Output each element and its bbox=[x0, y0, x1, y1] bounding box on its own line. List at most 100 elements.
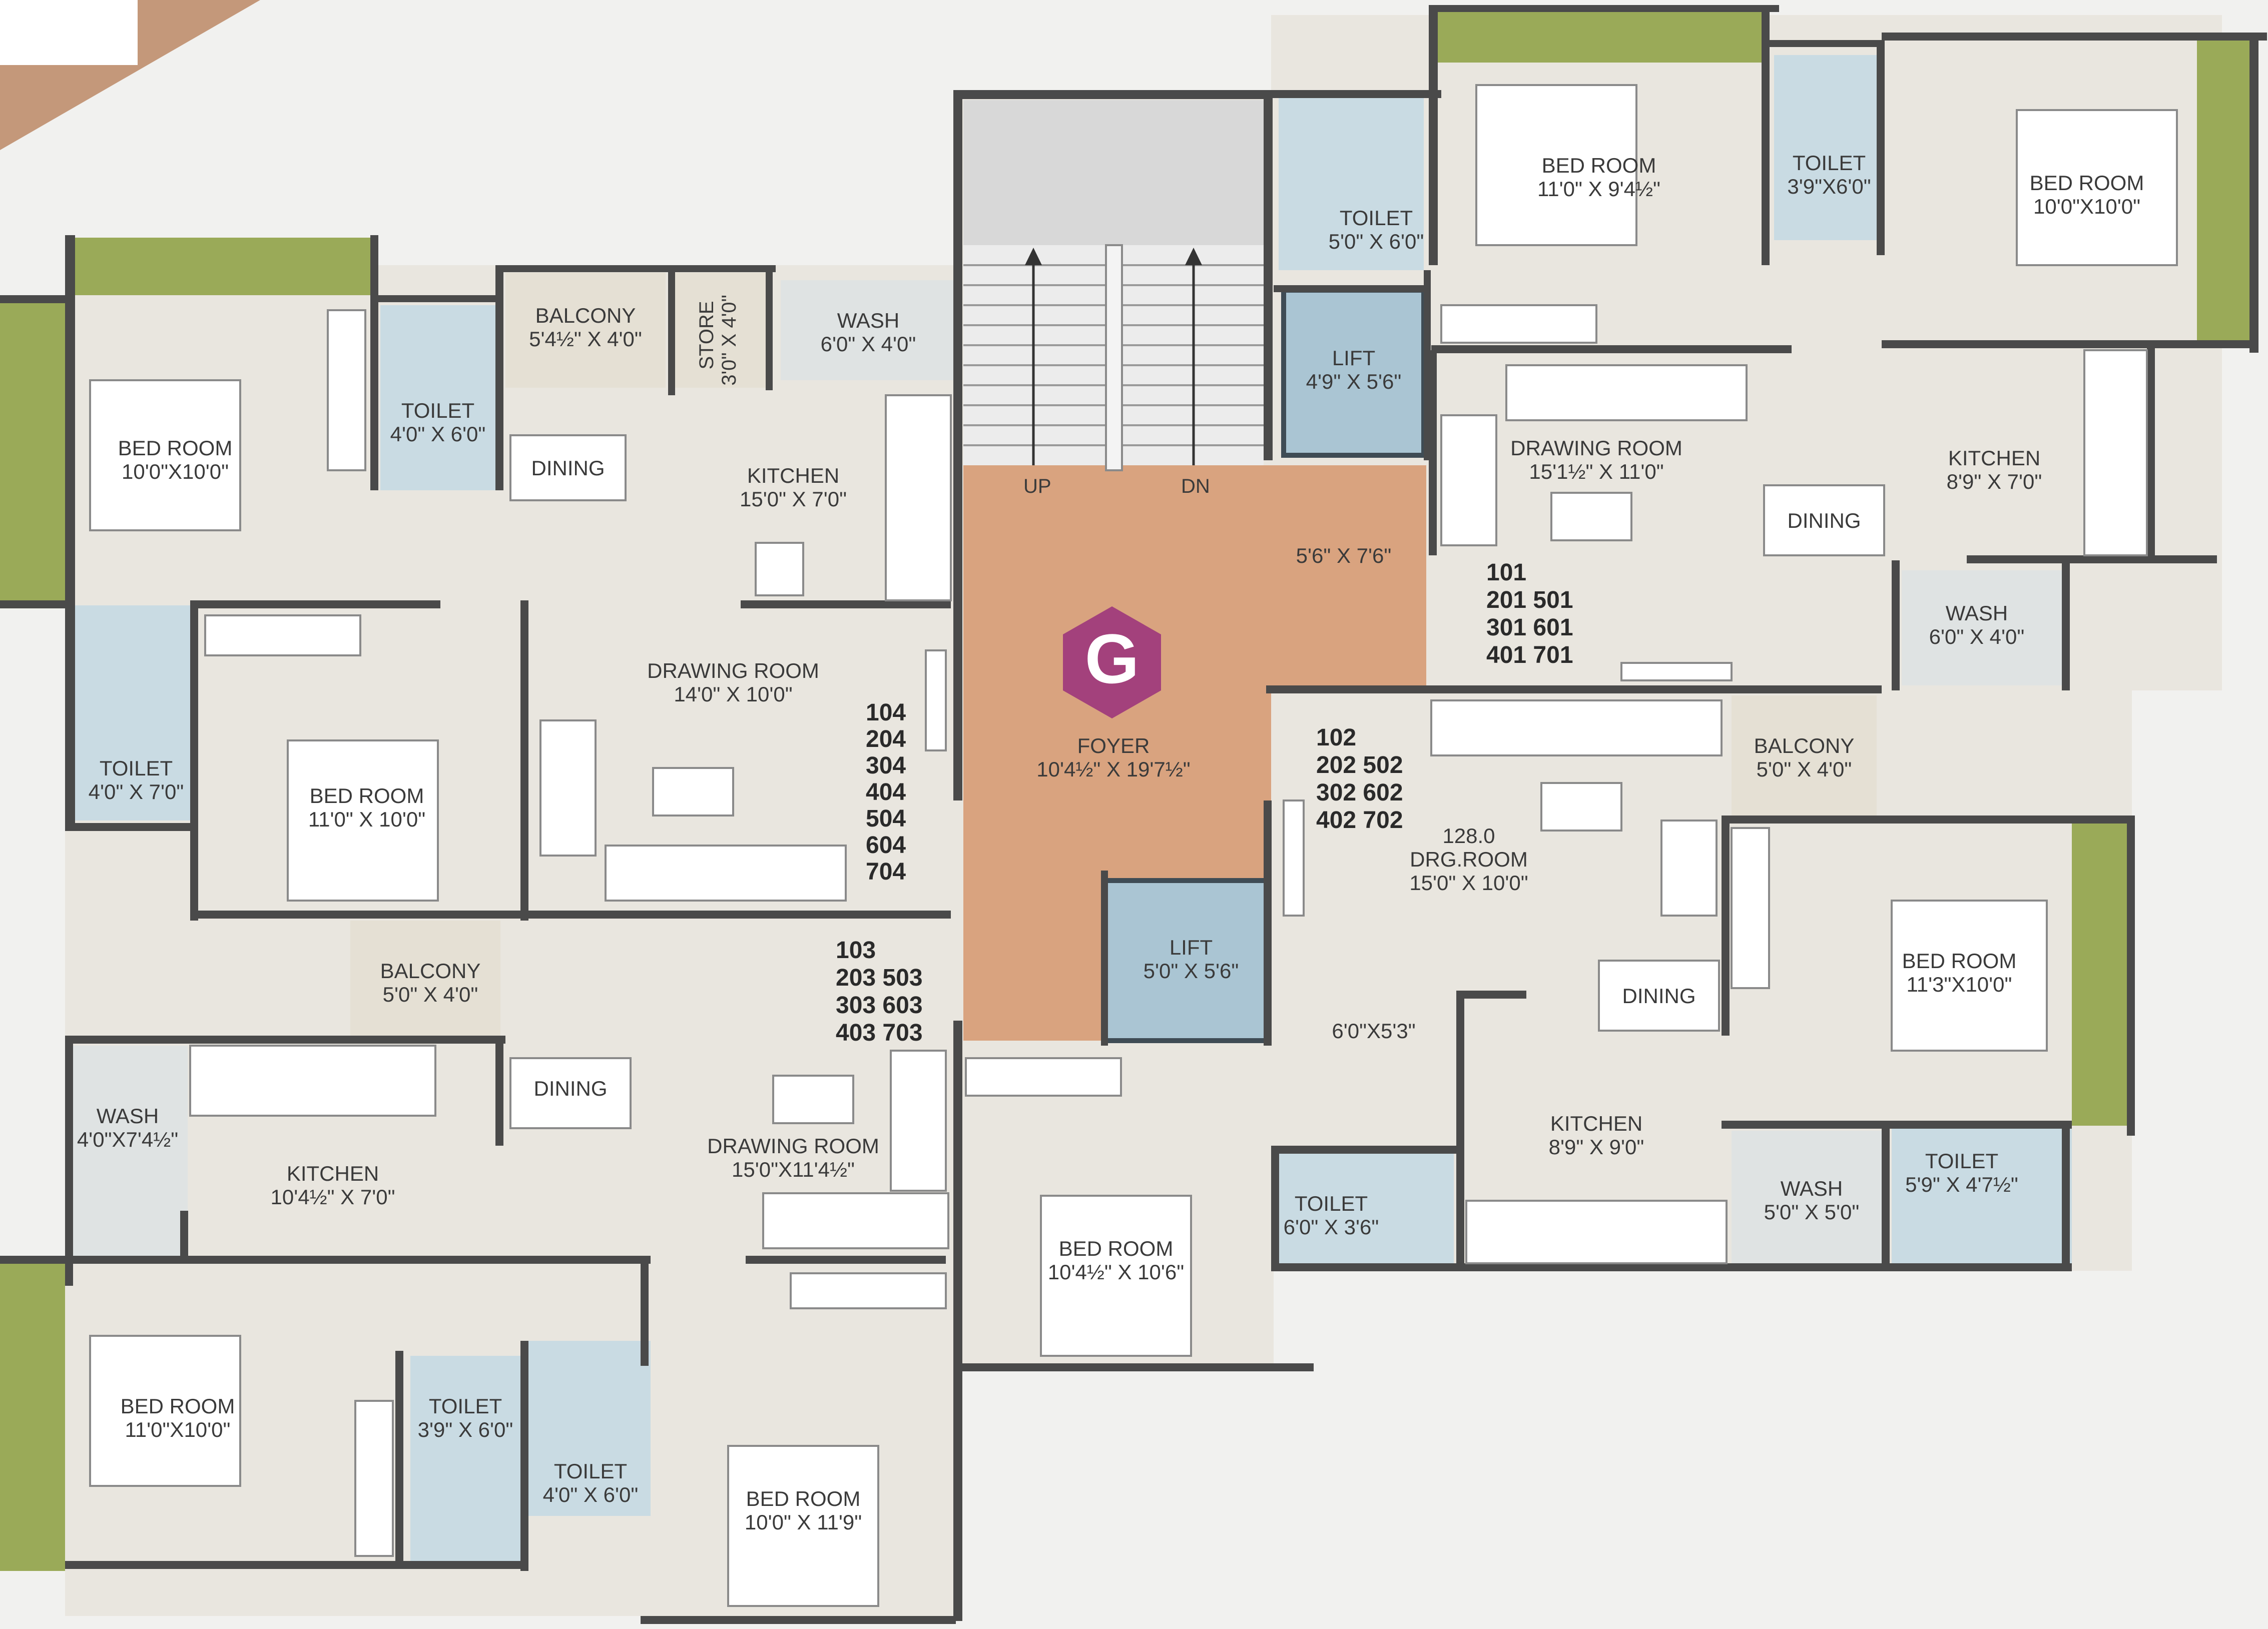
unit-number: 401 701 bbox=[1486, 642, 1573, 668]
flat104-wash-size: 6'0" X 4'0" bbox=[821, 332, 916, 356]
unit-number: 404 bbox=[866, 779, 906, 805]
flat104-store-name: STORE bbox=[696, 301, 718, 369]
unit-number: 301 601 bbox=[1486, 614, 1573, 641]
flat102-toilet-a-size: 5'9" X 4'7½" bbox=[1905, 1173, 2018, 1196]
kitchen-counter bbox=[2083, 349, 2148, 556]
foyer-floor bbox=[963, 465, 1426, 1041]
kitchen-counter bbox=[189, 1045, 436, 1117]
flat101-bedroom-a-name: BED ROOM bbox=[1542, 154, 1656, 177]
flat102-unit-numbers: 102 202 502 302 602 402 702 bbox=[1316, 724, 1403, 834]
unit-number: 704 bbox=[866, 859, 906, 885]
wardrobe bbox=[354, 1400, 394, 1557]
tile-area bbox=[1732, 1131, 1889, 1271]
fridge bbox=[755, 542, 804, 596]
bed bbox=[287, 739, 439, 902]
tile-area bbox=[380, 305, 495, 490]
flat104-drawing-size: 14'0" X 10'0" bbox=[674, 682, 792, 706]
flat103-bedroom-a-size: 11'0"X10'0" bbox=[125, 1418, 231, 1441]
unit-number: 604 bbox=[866, 832, 906, 859]
flat104-unit-numbers: 104 204 304 404 504 604 704 bbox=[866, 699, 906, 885]
balcony-floor bbox=[673, 273, 771, 388]
dining-table bbox=[509, 434, 627, 501]
flat103-bedroom-b-name: BED ROOM bbox=[746, 1487, 861, 1510]
project-logo bbox=[1063, 606, 1161, 718]
tile-area bbox=[73, 1046, 188, 1256]
wardrobe bbox=[1440, 304, 1597, 344]
coffee-table bbox=[652, 767, 734, 817]
flat101-wash-name: WASH bbox=[1946, 601, 2008, 625]
flat103-toilet-a-size: 3'9" X 6'0" bbox=[418, 1418, 513, 1441]
flat102-toilet-a-name: TOILET bbox=[1925, 1149, 1998, 1173]
sofa bbox=[1505, 364, 1748, 421]
stair-up-label: UP bbox=[1023, 475, 1051, 497]
lift-2-size: 5'0" X 5'6" bbox=[1144, 959, 1239, 983]
flat102-balcony-size: 5'0" X 4'0" bbox=[1757, 757, 1852, 781]
flat104-store-size: 3'0" X 4'0" bbox=[718, 295, 740, 386]
stair-landing bbox=[963, 100, 1264, 245]
flat101-kitchen-size: 8'9" X 7'0" bbox=[1947, 470, 2042, 493]
flat102-bedroom-b-name: BED ROOM bbox=[1059, 1237, 1174, 1260]
up-arrowhead bbox=[1025, 248, 1042, 265]
dining-table bbox=[1763, 484, 1885, 556]
unit-number: 304 bbox=[866, 752, 906, 779]
flat104-balcony-name: BALCONY bbox=[535, 304, 636, 327]
flat104-bedroom-b-size: 11'0" X 10'0" bbox=[308, 807, 425, 831]
balcony-floor bbox=[1732, 695, 1877, 816]
garden-strip bbox=[70, 238, 370, 295]
flat104-bedroom-b-name: BED ROOM bbox=[310, 784, 424, 807]
flat103-drawing-size: 15'0"X11'4½" bbox=[732, 1158, 855, 1181]
flat101-dining: DINING bbox=[1788, 509, 1861, 532]
tile-area bbox=[525, 1341, 651, 1516]
flat101-bedroom-b-name: BED ROOM bbox=[2030, 171, 2144, 195]
flat102-bedroom-a-name: BED ROOM bbox=[1902, 949, 2017, 973]
flat101-kitchen-name: KITCHEN bbox=[1948, 446, 2040, 470]
flat101-bedroom-b-size: 10'0"X10'0" bbox=[2033, 195, 2140, 218]
down-arrowhead bbox=[1185, 248, 1202, 265]
project-logo-letter: G bbox=[1085, 619, 1140, 698]
garden-strip bbox=[1431, 5, 1767, 63]
dining-table bbox=[1598, 960, 1720, 1032]
flat103-bedroom-a-name: BED ROOM bbox=[121, 1394, 235, 1418]
garden-strips bbox=[0, 5, 2257, 1571]
tv-unit bbox=[1620, 662, 1733, 681]
sofa bbox=[890, 1050, 947, 1192]
foyer-extension-size: 5'6" X 7'6" bbox=[1296, 544, 1392, 567]
bed bbox=[2016, 109, 2178, 266]
balcony-floor bbox=[505, 273, 666, 388]
flat102-bedroom-b-size: 10'4½" X 10'6" bbox=[1048, 1260, 1184, 1284]
sofa bbox=[539, 719, 597, 857]
garden-strip bbox=[0, 300, 65, 605]
flat101-wash-size: 6'0" X 4'0" bbox=[1929, 625, 2025, 648]
flat102-balcony-name: BALCONY bbox=[1754, 734, 1855, 757]
stair-down-label: DN bbox=[1181, 475, 1210, 497]
coffee-table bbox=[772, 1075, 854, 1124]
tile-area bbox=[1279, 1146, 1454, 1271]
flat103-kitchen-name: KITCHEN bbox=[287, 1162, 379, 1185]
tile-area bbox=[1902, 570, 2064, 685]
tile-area bbox=[1774, 55, 1882, 240]
flat104-balcony-size: 5'4½" X 4'0" bbox=[529, 327, 642, 351]
tile-area bbox=[1892, 1128, 2072, 1268]
dining-table bbox=[509, 1057, 632, 1129]
wardrobe bbox=[790, 1272, 947, 1309]
flat104-bedroom-a-size: 10'0"X10'0" bbox=[122, 460, 229, 483]
flat104-toilet-b-size: 4'0" X 7'0" bbox=[89, 780, 184, 803]
unit-number: 403 703 bbox=[836, 1020, 923, 1046]
flat102-passage-size: 6'0"X5'3" bbox=[1332, 1019, 1415, 1043]
garden-strip bbox=[2072, 821, 2132, 1126]
walls bbox=[0, 5, 2267, 1624]
flat104-toilet-a-name: TOILET bbox=[401, 399, 474, 422]
kitchen-counter bbox=[1465, 1200, 1728, 1264]
flat101-toilet-b-name: TOILET bbox=[1793, 151, 1866, 175]
sofa bbox=[1430, 699, 1723, 756]
flat103-toilet-b-name: TOILET bbox=[554, 1459, 627, 1483]
unit-number: 402 702 bbox=[1316, 807, 1403, 834]
flat103-dining: DINING bbox=[534, 1077, 608, 1100]
flat103-drawing-name: DRAWING ROOM bbox=[707, 1134, 879, 1158]
flat103-unit-numbers: 103 203 503 303 603 403 703 bbox=[836, 937, 923, 1046]
unit-number: 203 503 bbox=[836, 965, 923, 991]
bed bbox=[1891, 900, 2048, 1052]
balconies bbox=[350, 273, 1877, 1036]
tile-area bbox=[1279, 95, 1424, 270]
